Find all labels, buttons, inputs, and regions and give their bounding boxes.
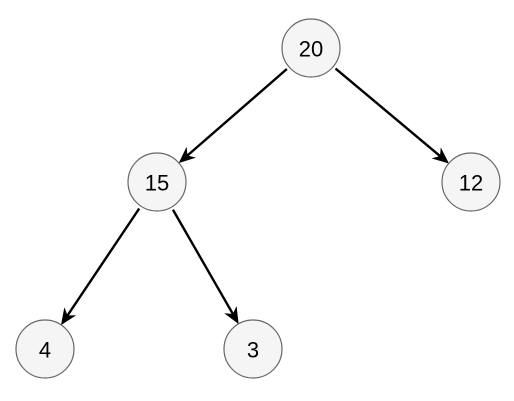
- arrowhead-icon: [178, 146, 196, 164]
- arrowhead-icon: [431, 147, 449, 164]
- edge-n20-n12: [334, 67, 449, 164]
- edge-line: [171, 209, 235, 315]
- node-circle: [15, 319, 75, 379]
- node-label: 20: [299, 37, 323, 62]
- tree-node-12: 12: [441, 152, 501, 212]
- node-label: 3: [247, 338, 259, 363]
- tree-node-4: 4: [15, 319, 75, 379]
- tree-node-3: 3: [223, 319, 283, 379]
- nodes-layer: 20 15 12 4 3: [15, 18, 501, 379]
- node-circle: [127, 152, 187, 212]
- arrowhead-icon: [61, 307, 77, 326]
- node-circle: [223, 319, 283, 379]
- node-label: 12: [459, 171, 483, 196]
- node-circle: [441, 152, 501, 212]
- node-label: 4: [39, 338, 51, 363]
- arrowhead-icon: [224, 306, 239, 325]
- edge-line: [66, 207, 141, 317]
- tree-node-15: 15: [127, 152, 187, 212]
- edge-line: [334, 67, 442, 158]
- edges-layer: [61, 67, 449, 326]
- tree-node-20: 20: [281, 18, 341, 78]
- edge-line: [186, 68, 288, 157]
- edge-n20-n15: [178, 68, 288, 164]
- edge-n15-n4: [61, 207, 141, 326]
- node-circle: [281, 18, 341, 78]
- edge-n15-n3: [171, 209, 239, 325]
- node-label: 15: [145, 171, 169, 196]
